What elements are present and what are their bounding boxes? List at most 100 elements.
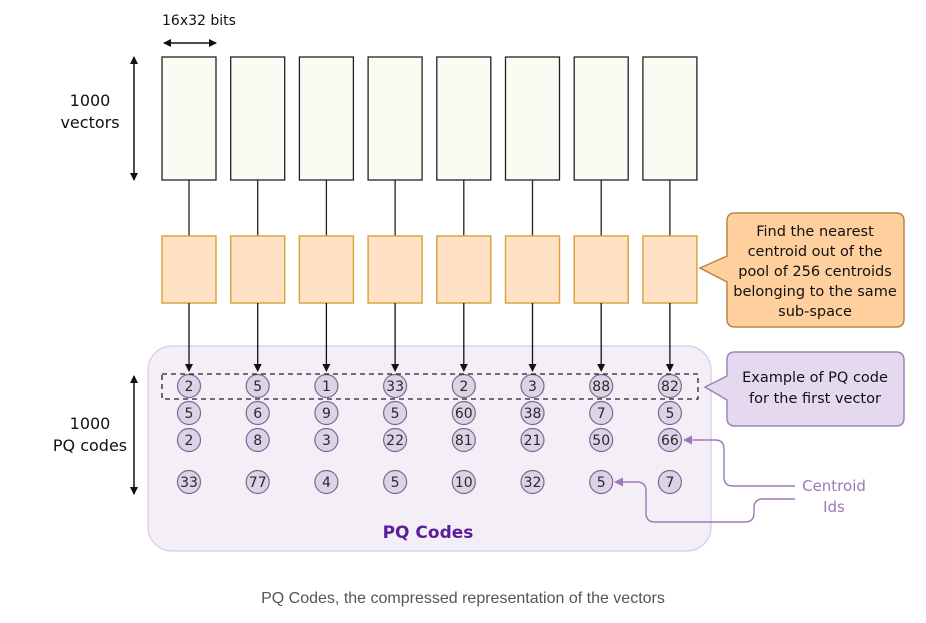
code-value: 3 <box>528 379 537 395</box>
code-value: 5 <box>665 406 674 422</box>
vector-block <box>436 56 492 181</box>
code-value: 60 <box>455 406 473 422</box>
code-circle <box>657 427 683 453</box>
code-value: 7 <box>665 475 674 491</box>
code-circle <box>520 469 545 495</box>
example-callout-line-2: for the first vector <box>749 391 881 407</box>
nearest-callout-line-5: sub-space <box>778 304 852 320</box>
code-circle <box>589 373 614 399</box>
codes-word-label: PQ codes <box>53 436 127 455</box>
vector-block <box>230 56 286 181</box>
centroid-ids-arrow-upper <box>683 435 795 487</box>
code-value: 9 <box>322 406 331 422</box>
nearest-callout-line-3: pool of 256 centroids <box>738 264 892 280</box>
figure-caption: PQ Codes, the compressed representation … <box>261 590 665 607</box>
code-circle <box>314 469 339 495</box>
column-6: 3 38 21 32 <box>504 56 561 495</box>
code-circle <box>383 469 408 495</box>
columns: 2523356877193433522526081103382132887505… <box>161 56 698 495</box>
vector-block <box>298 56 355 181</box>
code-value: 3 <box>322 433 331 449</box>
vector-block <box>504 56 561 181</box>
width-label: 16x32 bits <box>162 13 236 29</box>
vector-block <box>642 56 698 181</box>
centroid-ids-label-line-2: Ids <box>823 498 845 516</box>
code-value: 22 <box>386 433 404 449</box>
code-circle <box>245 373 270 399</box>
code-value: 8 <box>253 433 262 449</box>
code-circle <box>383 373 408 399</box>
code-value: 5 <box>253 379 262 395</box>
subspace-block <box>504 235 561 304</box>
code-value: 5 <box>391 475 400 491</box>
example-callout-line-1: Example of PQ code <box>742 370 888 386</box>
subspace-block <box>573 235 629 304</box>
code-circle <box>383 400 408 426</box>
subspace-block <box>642 235 698 304</box>
nearest-callout-line-2: centroid out of the <box>748 244 883 260</box>
subspace-block <box>367 235 423 304</box>
code-circle <box>589 427 614 453</box>
code-circle <box>451 400 476 426</box>
code-circle <box>245 469 270 495</box>
vectors-word-label: vectors <box>60 113 119 132</box>
code-value: 2 <box>459 379 468 395</box>
vector-block <box>573 56 629 181</box>
code-circle <box>245 427 270 453</box>
subspace-block <box>229 235 286 304</box>
code-value: 21 <box>524 433 542 449</box>
code-value: 50 <box>592 433 610 449</box>
code-value: 38 <box>524 406 542 422</box>
code-value: 5 <box>185 406 194 422</box>
code-value: 10 <box>455 475 473 491</box>
pq-codes-title: PQ Codes <box>383 523 474 543</box>
code-value: 2 <box>185 433 194 449</box>
code-value: 77 <box>249 475 267 491</box>
nearest-callout-line-4: belonging to the same <box>733 284 897 300</box>
code-value: 5 <box>597 475 606 491</box>
code-circle <box>314 427 339 453</box>
column-5: 2 60 81 10 <box>436 56 492 495</box>
code-value: 81 <box>455 433 473 449</box>
pq-codes-panel <box>147 345 712 552</box>
code-circle <box>657 469 683 495</box>
code-circle <box>245 400 270 426</box>
code-value: 32 <box>524 475 542 491</box>
subspace-block <box>436 235 492 304</box>
column-7: 88 7 50 5 <box>573 56 629 495</box>
code-circle <box>451 469 476 495</box>
column-1: 2 5 2 33 <box>161 56 217 495</box>
code-circle <box>314 400 339 426</box>
code-value: 33 <box>386 379 404 395</box>
vector-block <box>161 56 217 181</box>
example-code-callout <box>703 351 905 427</box>
code-value: 4 <box>322 475 331 491</box>
code-circle <box>176 469 202 495</box>
centroid-ids-arrow-lower <box>614 477 795 523</box>
code-value: 7 <box>597 406 606 422</box>
code-value: 33 <box>180 475 198 491</box>
code-value: 6 <box>253 406 262 422</box>
subspace-block <box>161 235 217 304</box>
first-vector-code-highlight <box>161 373 699 400</box>
code-circle <box>520 427 545 453</box>
code-circle <box>589 400 614 426</box>
nearest-callout-line-1: Find the nearest <box>756 224 874 240</box>
subspace-block <box>298 235 355 304</box>
code-circle <box>451 427 476 453</box>
code-value: 88 <box>592 379 610 395</box>
code-circle <box>383 427 408 453</box>
code-value: 1 <box>322 379 331 395</box>
code-circle <box>176 427 202 453</box>
column-2: 5 6 8 77 <box>229 56 286 495</box>
code-circle <box>589 469 614 495</box>
vector-block <box>367 56 423 181</box>
nearest-centroid-callout <box>698 212 905 328</box>
centroid-ids-label-line-1: Centroid <box>802 477 866 495</box>
code-value: 2 <box>185 379 194 395</box>
codes-count-label: 1000 <box>70 414 111 433</box>
